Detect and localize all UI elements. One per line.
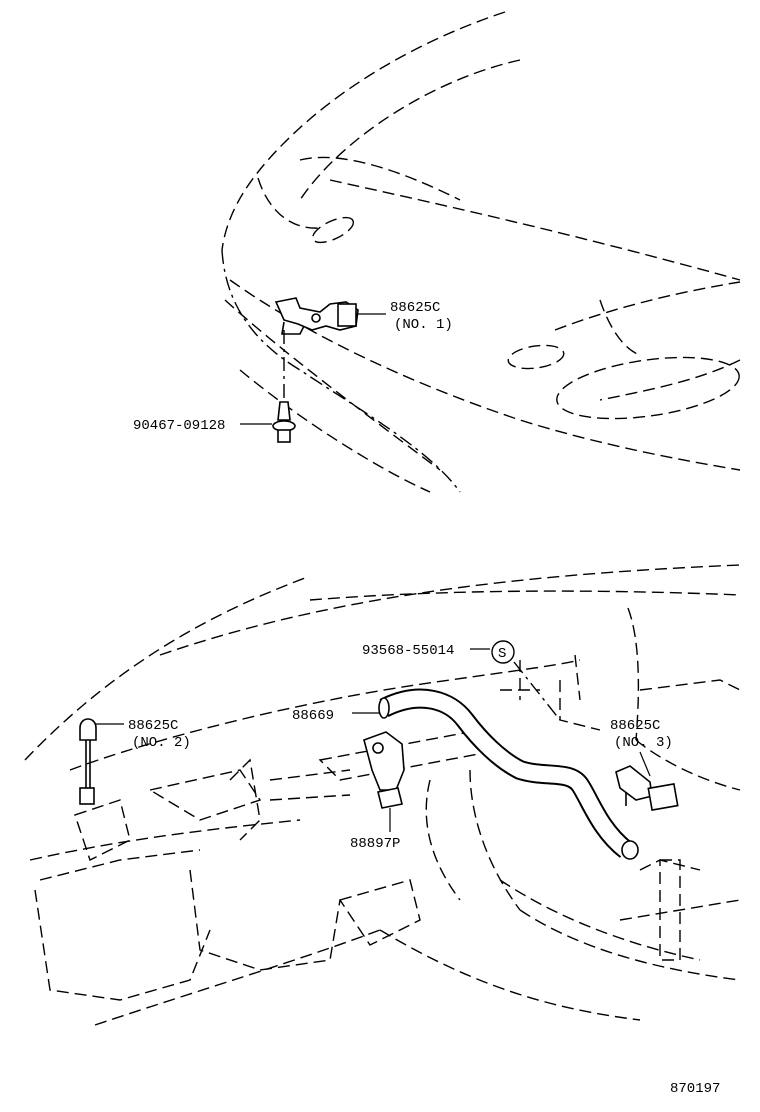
hose-number: 88669 (292, 708, 334, 724)
bracket-part[interactable] (363, 731, 405, 832)
car-front-outline (221, 11, 741, 493)
sensor-no2-label: (NO. 2) (132, 735, 191, 751)
sensor-no1-part[interactable] (274, 297, 386, 335)
bolt-number: 90467-09128 (133, 418, 225, 434)
sensor-no2-number: 88625C (128, 718, 178, 734)
hose-part[interactable] (352, 688, 639, 860)
engine-bay-outline (24, 564, 741, 1026)
sensor-no3-number: 88625C (610, 718, 660, 734)
clip-marker[interactable]: S (470, 640, 561, 721)
clip-number: 93568-55014 (362, 643, 454, 659)
sensor-no2-part[interactable] (79, 718, 124, 805)
bolt-part[interactable] (240, 401, 296, 443)
sensor-no3-label: (NO. 3) (614, 735, 673, 751)
sensor-no3-part[interactable] (615, 751, 679, 812)
diagram-id: 870197 (670, 1081, 720, 1097)
sensor-no1-number: 88625C (390, 300, 440, 316)
clip-marker-letter: S (498, 646, 506, 662)
sensor-no1-label: (NO. 1) (394, 317, 453, 333)
bracket-number: 88897P (350, 836, 400, 852)
